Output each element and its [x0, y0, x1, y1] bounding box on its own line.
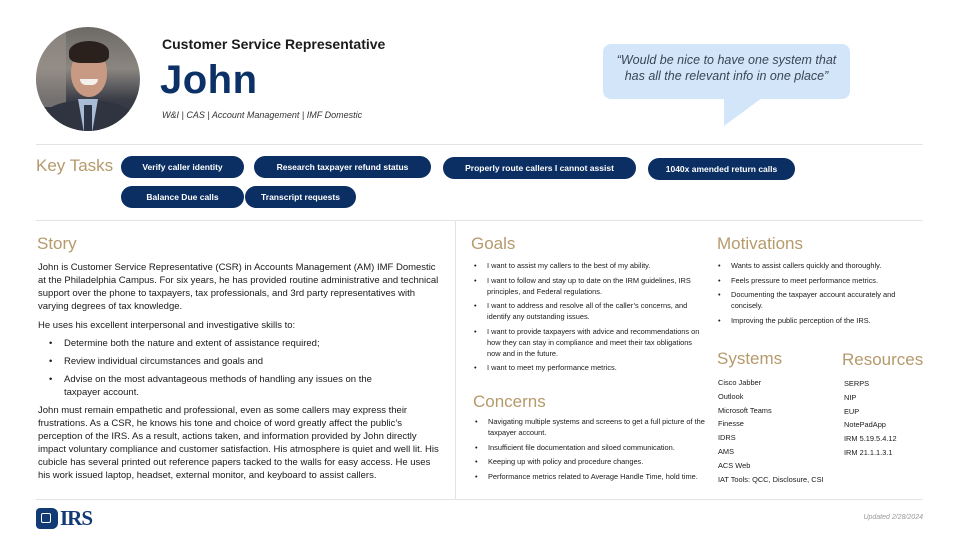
persona-tags: W&I | CAS | Account Management | IMF Dom…: [162, 110, 363, 120]
goal-item: I want to provide taxpayers with advice …: [472, 326, 700, 359]
concerns-heading: Concerns: [473, 392, 546, 411]
concerns-list: Navigating multiple systems and screens …: [473, 416, 705, 485]
concern-item: Performance metrics related to Average H…: [473, 471, 705, 482]
key-task-pill: Transcript requests: [245, 186, 356, 208]
resources-list: SERPS NIP EUP NotePadApp IRM 5.19.5.4.12…: [844, 377, 897, 460]
story-closing: John must remain empathetic and professi…: [38, 405, 439, 481]
goals-list: I want to assist my callers to the best …: [472, 260, 700, 377]
irs-eagle-icon: [36, 507, 58, 529]
system-item: Finesse: [718, 419, 744, 429]
persona-name: John: [160, 58, 258, 102]
key-task-pill: Research taxpayer refund status: [254, 156, 431, 178]
story-skill-item: Determine both the nature and extent of …: [38, 337, 443, 350]
story-skill-item: Review individual circumstances and goal…: [38, 355, 443, 368]
divider-middle: [36, 220, 923, 221]
story-skills-lead: He uses his excellent interpersonal and …: [38, 320, 296, 331]
motivation-item: Documenting the taxpayer account accurat…: [716, 289, 912, 311]
goal-item: I want to assist my callers to the best …: [472, 260, 700, 271]
system-item: AMS: [718, 446, 735, 456]
goals-heading: Goals: [471, 234, 516, 253]
concern-item: Keeping up with policy and procedure cha…: [473, 456, 705, 467]
avatar-hair: [69, 41, 109, 63]
avatar: [36, 27, 140, 131]
resource-item: EUP: [844, 406, 860, 416]
motivations-heading: Motivations: [717, 234, 803, 253]
story-body: John is Customer Service Representative …: [38, 261, 443, 488]
systems-list: Cisco Jabber Outlook Microsoft Teams Fin…: [718, 376, 824, 486]
goal-item: I want to meet my performance metrics.: [472, 362, 700, 373]
resource-item: NIP: [844, 392, 857, 402]
resource-item: IRM 21.1.1.3.1: [844, 447, 893, 457]
system-item: IAT Tools: QCC, Disclosure, CSI: [718, 474, 824, 484]
divider-top: [36, 144, 923, 145]
irs-logo: IRS: [36, 505, 93, 530]
concern-item: Navigating multiple systems and screens …: [473, 416, 705, 438]
motivation-item: Wants to assist callers quickly and thor…: [716, 260, 912, 271]
quote-bubble-tail: [724, 98, 762, 126]
story-skill-item: Advise on the most advantageous methods …: [38, 373, 443, 399]
avatar-background: [36, 27, 66, 107]
motivation-item: Feels pressure to meet performance metri…: [716, 275, 912, 286]
story-intro: John is Customer Service Representative …: [38, 262, 439, 312]
key-task-pill: Balance Due calls: [121, 186, 244, 208]
resources-heading: Resources: [842, 350, 924, 369]
key-tasks-heading: Key Tasks: [36, 156, 114, 175]
irs-logo-text: IRS: [60, 505, 93, 530]
concern-item: Insufficient file documentation and silo…: [473, 442, 705, 453]
key-task-pill: Properly route callers I cannot assist: [443, 157, 636, 179]
quote-bubble: “Would be nice to have one system that h…: [603, 44, 850, 99]
system-item: IDRS: [718, 433, 736, 443]
systems-heading: Systems: [717, 349, 783, 368]
system-item: Microsoft Teams: [718, 405, 772, 415]
story-heading: Story: [37, 234, 77, 253]
key-task-pill: 1040x amended return calls: [648, 158, 795, 180]
resource-item: NotePadApp: [844, 420, 886, 430]
story-skills-list: Determine both the nature and extent of …: [38, 337, 443, 399]
goal-item: I want to address and resolve all of the…: [472, 300, 700, 322]
avatar-smile: [80, 79, 98, 85]
avatar-tie: [84, 105, 92, 131]
motivations-list: Wants to assist callers quickly and thor…: [716, 260, 912, 329]
resource-item: IRM 5.19.5.4.12: [844, 434, 897, 444]
goal-item: I want to follow and stay up to date on …: [472, 275, 700, 297]
updated-date: Updated 2/28/2024: [863, 514, 923, 521]
resource-item: SERPS: [844, 379, 870, 388]
system-item: Outlook: [718, 391, 744, 401]
persona-role: Customer Service Representative: [162, 36, 386, 52]
column-divider: [455, 221, 456, 499]
divider-bottom: [36, 499, 923, 500]
system-item: ACS Web: [718, 460, 751, 470]
key-task-pill: Verify caller identity: [121, 156, 244, 178]
system-item: Cisco Jabber: [718, 378, 762, 387]
motivation-item: Improving the public perception of the I…: [716, 315, 912, 326]
